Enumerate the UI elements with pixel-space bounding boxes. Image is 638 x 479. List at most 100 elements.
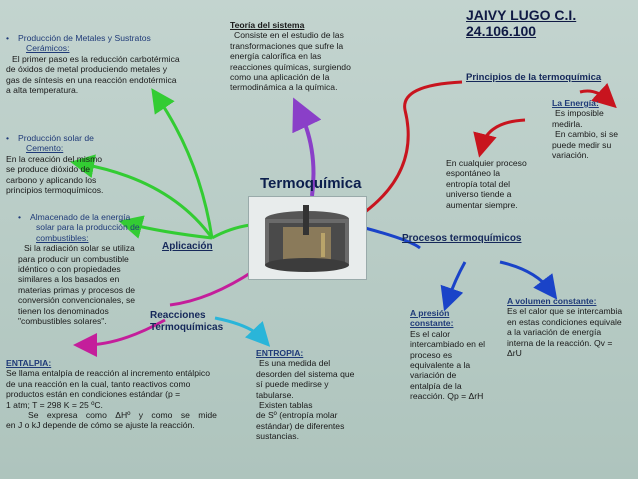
reacciones-label-line: Termoquímicas <box>150 322 224 333</box>
cemento-line: En la creación del mismo <box>6 153 103 164</box>
volumen-heading: A volumen constante: <box>507 296 597 306</box>
arrow-to-metales <box>151 88 214 239</box>
procesos-label: Procesos termoquímicos <box>402 233 522 244</box>
metales-block: • Producción de Metales y Sustratos Cerá… <box>6 33 180 95</box>
almacenado-heading: combustibles: <box>36 232 89 243</box>
volumen-line: a la variación de energía <box>507 327 602 338</box>
reacciones-label: Reacciones Termoquímicas <box>150 310 223 334</box>
presion-line: equivalente a la <box>410 360 471 371</box>
arrow-to-energia <box>579 83 617 109</box>
metales-heading: Producción de Metales y Sustratos <box>18 33 151 43</box>
volumen-line: en estas condiciones equivale <box>507 316 622 327</box>
teoria-line: energía calorífica en las <box>230 51 322 62</box>
entalpia-line: Se expresa como ΔHº y como se mide <box>28 410 217 421</box>
almacenado-heading: Almacenado de la energía <box>30 212 131 222</box>
arrow-to-presion <box>440 261 467 312</box>
energia-line: medirla. <box>552 118 583 129</box>
entropia-line: Es una medida del <box>259 358 331 369</box>
entalpia-block: ENTALPIA: Se llama entalpía de reacción … <box>6 358 217 431</box>
author-id: 24.106.100 <box>466 23 537 39</box>
cemento-heading: Cemento: <box>26 143 64 154</box>
energia-heading: La Energía: <box>552 98 599 108</box>
principio-line: En cualquier proceso <box>446 158 527 168</box>
arrow-to-reacciones <box>169 268 256 307</box>
arrow-to-volumen <box>499 260 558 300</box>
energia-line: En cambio, si se <box>555 129 619 140</box>
teoria-block: Teoría del sistema Consiste en el estudi… <box>230 20 351 93</box>
arrow-to-procesos <box>364 226 421 250</box>
presion-line: reacción. Qp = ΔrH <box>410 391 484 402</box>
metales-heading: Cerámicos: <box>26 43 70 54</box>
presion-line: variación de <box>410 370 457 381</box>
almacenado-line: Si la radiación solar se utiliza <box>24 243 135 254</box>
entropia-line: sí puede medirse y <box>256 379 329 390</box>
principio-entropia-block: En cualquier proceso espontáneo la entro… <box>446 158 527 210</box>
entalpia-line: de una reacción en la cual, tanto reacti… <box>6 378 191 389</box>
metales-line: a alta temperatura. <box>6 85 79 96</box>
teoria-line: transformaciones que sufre la <box>230 40 344 51</box>
entropia-line: de Sº (entropía molar <box>256 410 338 421</box>
arrow-to-principio <box>473 118 526 158</box>
volumen-line: interna de la reacción. Qv = <box>507 337 613 348</box>
presion-heading: constante: <box>410 318 454 329</box>
arrow-to-teoria <box>292 97 322 197</box>
teoria-line: termodinámica a la química. <box>230 82 338 93</box>
entropia-block: ENTROPIA: Es una medida del desorden del… <box>256 348 354 442</box>
principio-line: aumentar siempre. <box>446 199 518 210</box>
entropia-line: desorden del sistema que <box>256 368 355 379</box>
entropia-line: estándar) de diferentes <box>256 420 345 431</box>
bullet-icon: • <box>6 133 10 143</box>
teoria-line: reacciones químicas, surgiendo <box>230 61 351 72</box>
principio-line: espontáneo la <box>446 168 500 179</box>
reacciones-label-line: Reacciones <box>150 310 206 321</box>
volumen-block: A volumen constante: Es el calor que se … <box>507 296 622 358</box>
arrow-to-entropia <box>214 316 271 347</box>
presion-block: A presión constante: Es el calor interca… <box>410 308 485 402</box>
cemento-line: principios termoquímicos. <box>6 185 104 196</box>
cemento-line: se produce dióxido de <box>6 164 91 175</box>
almacenado-line: conversión convencionales, se <box>18 295 136 306</box>
aplicacion-label: Aplicación <box>162 241 213 252</box>
arrow-to-aplicacion <box>211 223 251 240</box>
presion-line: intercambiado en el <box>410 339 486 350</box>
entalpia-line: Se llama entalpía de reacción al increme… <box>6 368 210 379</box>
almacenado-line: idéntico o con propiedades <box>18 264 121 275</box>
volumen-line: ΔrU <box>507 348 522 359</box>
almacenado-heading: solar para la producción de <box>36 222 140 233</box>
arrow-to-cemento <box>70 154 214 239</box>
teoria-line: como una aplicación de la <box>230 72 330 83</box>
author-name: JAIVY LUGO C.I. <box>466 7 577 23</box>
teoria-line: Consiste en el estudio de las <box>234 30 344 41</box>
entalpia-line: en J o kJ depende de cómo se ajuste la r… <box>6 420 195 431</box>
entalpia-line: 1 atm; T = 298 K = 25 ºC. <box>6 399 103 410</box>
principio-line: entropía total del <box>446 178 511 189</box>
principios-label: Principios de la termoquímica <box>466 72 602 83</box>
energia-line: variación. <box>552 150 589 161</box>
principio-line: universo tiende a <box>446 189 512 200</box>
energia-line: Es imposible <box>555 108 604 119</box>
bullet-icon: • <box>6 33 10 43</box>
entalpia-heading: ENTALPIA: <box>6 358 52 368</box>
cemento-block: • Producción solar de Cemento: En la cre… <box>6 133 103 195</box>
metales-line: El primer paso es la reducción carbotérm… <box>12 53 180 64</box>
almacenado-line: para producir un combustible <box>18 253 129 264</box>
cemento-line: carbono y aplicando los <box>6 174 97 185</box>
energia-line: puede medir su <box>552 139 612 150</box>
almacenado-line: tienen los denominados <box>18 305 109 316</box>
calorimeter-apparatus-image <box>248 196 367 280</box>
energia-block: La Energía: Es imposible medirla. En cam… <box>552 98 618 160</box>
bullet-icon: • <box>18 212 22 222</box>
entropia-line: tabularse. <box>256 389 294 400</box>
presion-line: proceso es <box>410 349 453 360</box>
cemento-heading: Producción solar de <box>18 133 94 143</box>
entropia-line: sustancias. <box>256 431 299 442</box>
teoria-heading: Teoría del sistema <box>230 20 305 30</box>
metales-line: de óxidos de metal produciendo metales y <box>6 64 167 75</box>
almacenado-line: "combustibles solares". <box>18 316 107 327</box>
volumen-line: Es el calor que se intercambia <box>507 306 623 317</box>
arrow-to-principios <box>364 80 463 214</box>
presion-line: Es el calor <box>410 328 451 339</box>
entropia-heading: ENTROPIA: <box>256 348 304 358</box>
